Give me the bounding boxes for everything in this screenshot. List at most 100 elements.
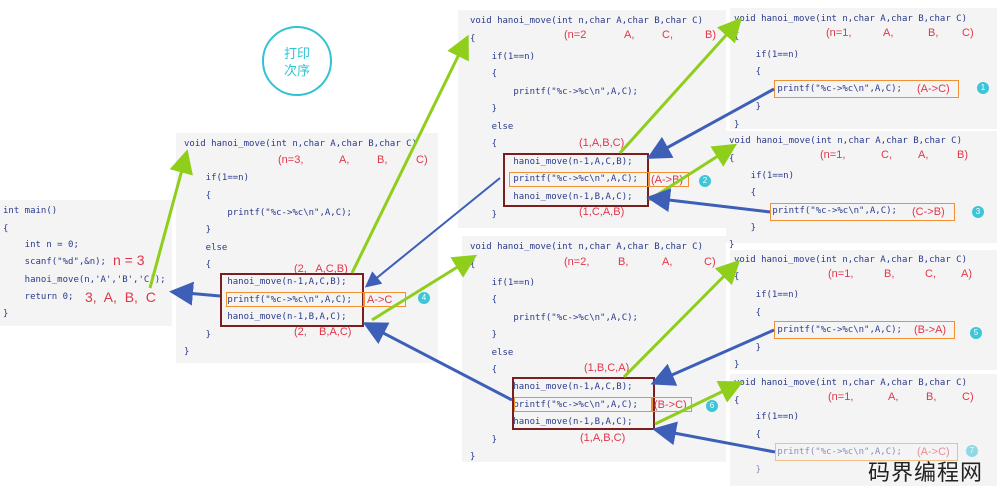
bubble-line-2: 次序 xyxy=(283,63,310,78)
leaf3-line-4: { xyxy=(734,308,762,318)
l1-line-5: printf("%c->%c\n",A,C); xyxy=(184,208,352,218)
bubble-line-1: 打印 xyxy=(283,46,310,61)
leaf2-line-3: if(1==n) xyxy=(729,171,795,181)
call-arrow-l1-to-l2a xyxy=(350,34,469,274)
leaf4-line-3: if(1==n) xyxy=(734,412,800,422)
l1-line-9: hanoi_move(n-1,A,C,B); xyxy=(184,277,347,287)
l2b-output-box xyxy=(652,397,692,412)
level2b-panel xyxy=(462,236,726,462)
leaf1-line-5: printf("%c->%c\n",A,C); xyxy=(734,84,902,94)
leaf2-param-c: B) xyxy=(957,149,968,161)
l1-call2-args: (2, B,A,C) xyxy=(294,326,352,338)
call-arrow-main-to-l1 xyxy=(148,149,193,289)
l2b-recursive-calls-box xyxy=(512,377,655,430)
call-arrow-l1-to-l2b xyxy=(371,254,478,322)
leaf1-printf-box xyxy=(774,80,959,98)
print-order-bubble: 打印 次序 xyxy=(262,26,332,96)
l1-line-13: } xyxy=(184,347,190,357)
l1-line-3: if(1==n) xyxy=(184,173,250,183)
main-line-6: return 0; xyxy=(3,292,74,302)
l2b-output: (B->C) xyxy=(654,399,687,411)
l2b-line-8: { xyxy=(470,365,498,375)
l2b-call1-args: (1,B,C,A) xyxy=(584,362,630,374)
l2b-line-4: { xyxy=(470,295,498,305)
l2a-line-7: else xyxy=(470,122,514,132)
leaf4-panel xyxy=(730,374,997,486)
l1-line-1: void hanoi_move(int n,char A,char B,char… xyxy=(184,139,417,149)
l2a-line-2: { xyxy=(470,34,476,44)
leaf4-param-n: (n=1, xyxy=(828,391,854,403)
leaf4-param-b: B, xyxy=(926,391,937,403)
l2a-param-c: B) xyxy=(705,29,716,41)
leaf1-param-a: A, xyxy=(883,27,894,39)
return-arrow-l2a-to-l1 xyxy=(364,177,501,288)
leaf3-step-badge: 5 xyxy=(970,327,982,339)
leaf2-param-n: (n=1, xyxy=(820,149,846,161)
l2b-line-5: printf("%c->%c\n",A,C); xyxy=(470,313,638,323)
leaf3-line-1: void hanoi_move(int n,char A,char B,char… xyxy=(734,255,967,265)
leaf2-param-b: A, xyxy=(918,149,929,161)
leaf4-line-6: } xyxy=(734,465,762,475)
l2b-line-10: printf("%c->%c\n",A,C); xyxy=(470,400,638,410)
leaf1-panel xyxy=(730,8,997,129)
main-line-2: { xyxy=(3,224,9,234)
level1-panel xyxy=(176,133,438,363)
leaf2-line-1: void hanoi_move(int n,char A,char B,char… xyxy=(729,136,962,146)
l2a-call1-args: (1,A,B,C) xyxy=(579,137,625,149)
return-arrow-leaf3-to-l2b xyxy=(650,328,775,386)
l2b-param-c: C) xyxy=(704,256,716,268)
l2b-line-11: hanoi_move(n-1,B,A,C); xyxy=(470,417,633,427)
leaf1-line-1: void hanoi_move(int n,char A,char B,char… xyxy=(734,14,967,24)
leaf1-param-b: B, xyxy=(928,27,939,39)
leaf1-param-c: C) xyxy=(962,27,974,39)
main-line-1: int main() xyxy=(3,206,58,216)
main-n-note: n = 3 xyxy=(113,252,145,268)
leaf3-output: (B->A) xyxy=(914,324,947,336)
l1-line-8: { xyxy=(184,260,212,270)
l1-output: A->C xyxy=(367,294,393,306)
leaf2-param-a: C, xyxy=(881,149,892,161)
return-arrow-l1-to-main xyxy=(169,281,221,306)
l2a-param-a: A, xyxy=(624,29,635,41)
leaf1-line-3: if(1==n) xyxy=(734,50,800,60)
l2a-line-1: void hanoi_move(int n,char A,char B,char… xyxy=(470,16,703,26)
main-line-3: int n = 0; xyxy=(3,240,79,250)
l2b-line-7: else xyxy=(470,348,514,358)
leaf4-line-1: void hanoi_move(int n,char A,char B,char… xyxy=(734,378,967,388)
l2a-param-b: C, xyxy=(662,29,673,41)
l2a-line-8: { xyxy=(470,139,498,149)
main-args-note: 3, A, B, C xyxy=(85,289,156,305)
l2a-line-4: { xyxy=(470,69,498,79)
leaf3-line-7: } xyxy=(734,360,740,370)
leaf1-line-6: } xyxy=(734,102,762,112)
leaf3-param-a: B, xyxy=(884,268,895,280)
leaf2-line-5: printf("%c->%c\n",A,C); xyxy=(729,206,897,216)
l1-call1-args: (2, A,C,B) xyxy=(294,263,348,275)
call-arrow-l2a-to-leaf2 xyxy=(648,143,738,202)
leaf4-output: (A->C) xyxy=(917,446,950,458)
l1-param-n: (n=3, xyxy=(278,154,304,166)
leaf2-output: (C->B) xyxy=(912,206,945,218)
leaf1-line-4: { xyxy=(734,67,762,77)
l2a-call2-args: (1,C,A,B) xyxy=(579,206,625,218)
leaf2-line-7: } xyxy=(729,240,735,250)
leaf4-line-4: { xyxy=(734,430,762,440)
l2a-line-6: } xyxy=(470,104,498,114)
leaf2-printf-box xyxy=(770,203,955,221)
call-arrow-l2b-to-leaf4 xyxy=(654,381,744,426)
leaf3-param-c: A) xyxy=(961,268,972,280)
return-arrow-leaf1-to-l2a xyxy=(646,87,775,159)
leaf1-line-7: } xyxy=(734,120,740,130)
leaf4-step-badge: 7 xyxy=(966,445,978,457)
l1-line-12: } xyxy=(184,330,212,340)
l2b-param-n: (n=2, xyxy=(564,256,590,268)
l2b-step-badge: 6 xyxy=(706,400,718,412)
l2b-line-9: hanoi_move(n-1,A,C,B); xyxy=(470,382,633,392)
l1-step-badge: 4 xyxy=(418,292,430,304)
leaf1-param-n: (n=1, xyxy=(826,27,852,39)
call-arrow-l2b-to-leaf3 xyxy=(622,259,741,379)
leaf3-panel xyxy=(730,250,997,370)
l2a-line-5: printf("%c->%c\n",A,C); xyxy=(470,87,638,97)
call-arrow-l2a-to-leaf1 xyxy=(618,17,743,155)
